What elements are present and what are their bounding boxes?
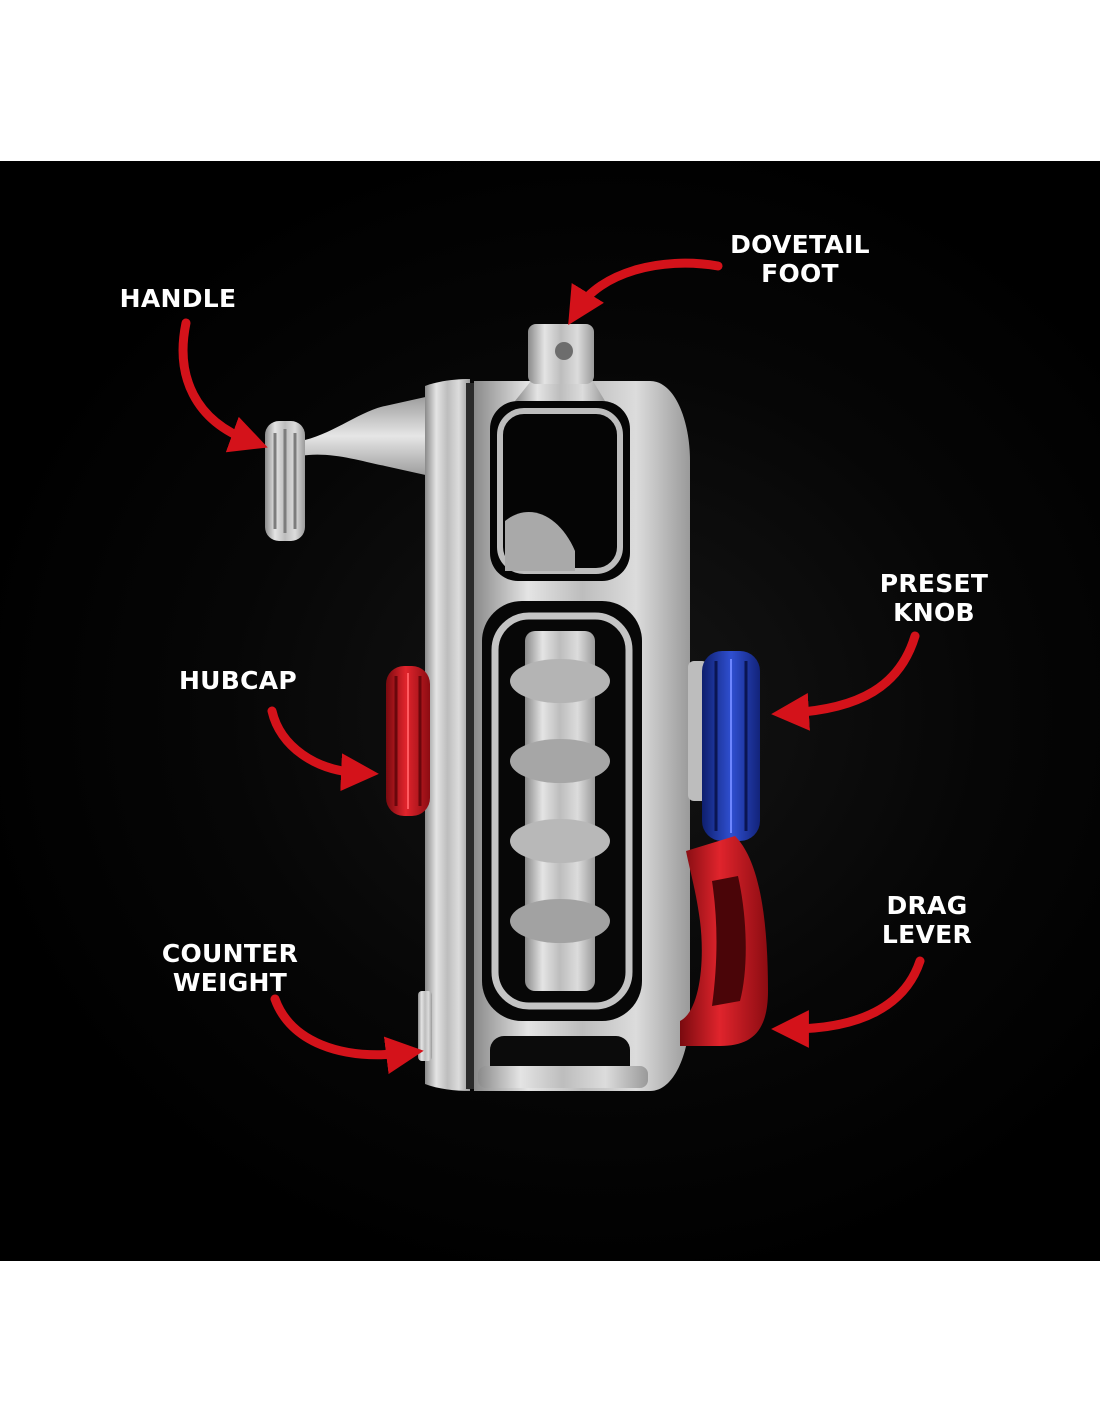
hubcap-label-line: HUBCAP [178, 666, 298, 695]
drag-lever-arrow [771, 956, 925, 1048]
counter-label-line-1: COUNTER [161, 939, 299, 968]
handle-label: HANDLE [112, 284, 244, 313]
preset-arrow [771, 631, 920, 731]
dovetail-foot-label: DOVETAIL FOOT [715, 230, 885, 288]
hubcap-arrow [267, 706, 379, 792]
counter-weight-part [418, 991, 432, 1061]
drag-label-line-2: LEVER [881, 920, 973, 949]
preset-label-line-2: KNOB [893, 598, 975, 627]
dovetail-arrow [568, 258, 723, 326]
preset-knob-part [688, 651, 760, 841]
hubcap-label: HUBCAP [168, 666, 308, 695]
preset-label-line-1: PRESET [879, 569, 989, 598]
handle-label-line: HANDLE [119, 284, 237, 313]
counter-label-line-2: WEIGHT [172, 968, 288, 997]
handle-arrow [178, 318, 268, 453]
drag-lever-part [680, 836, 768, 1046]
counter-weight-arrow [270, 994, 424, 1075]
reel-frame [425, 379, 690, 1091]
dovetail-label-line-2: FOOT [761, 259, 839, 288]
drag-label-line-1: DRAG [886, 891, 968, 920]
drag-lever-label: DRAG LEVER [862, 891, 992, 949]
counter-weight-label: COUNTER WEIGHT [150, 939, 310, 997]
reel-illustration [178, 258, 925, 1091]
preset-knob-label: PRESET KNOB [862, 569, 1006, 627]
diagram-panel: HANDLE DOVETAIL FOOT PRESET KNOB HUBCAP … [0, 161, 1100, 1261]
dovetail-label-line-1: DOVETAIL [730, 230, 870, 259]
dovetail-foot-part [515, 324, 605, 401]
handle-part [265, 396, 430, 541]
hubcap-part [386, 666, 430, 816]
